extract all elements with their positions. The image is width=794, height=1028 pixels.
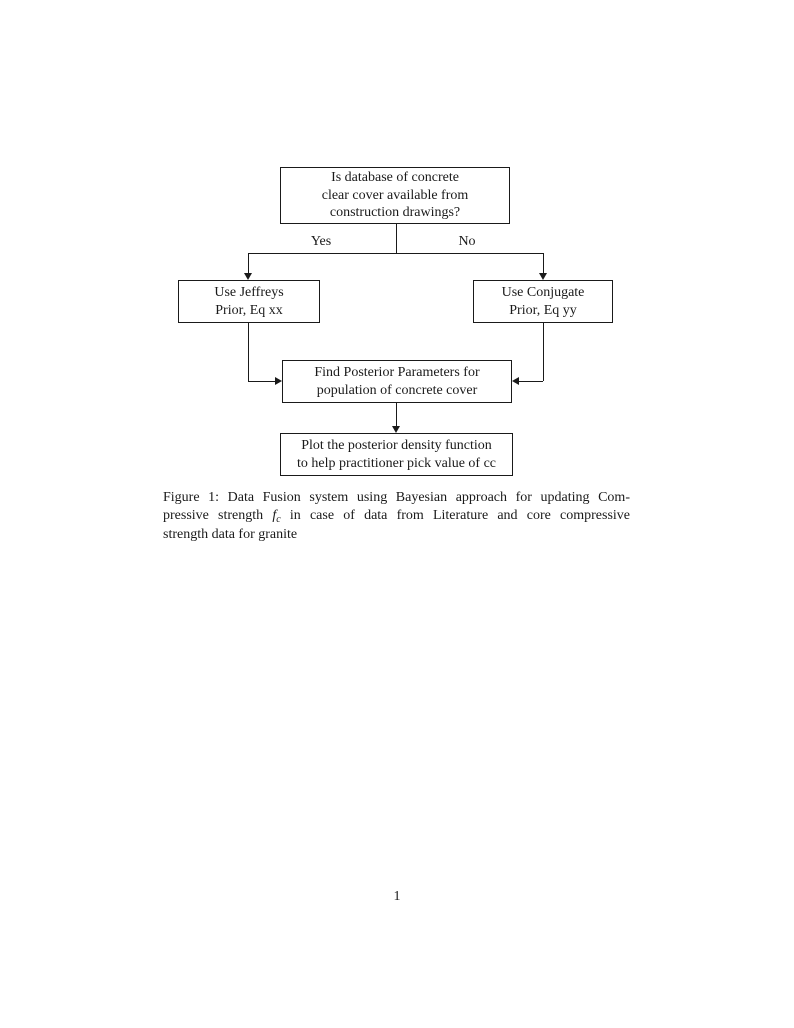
caption-line-2-pre: pressive strength	[163, 508, 273, 523]
connector-jeffreys-down	[247, 322, 249, 381]
caption-line-2-post: in case of data from Literature and core…	[280, 508, 630, 523]
connector-branch-horizontal	[247, 253, 544, 254]
jeffreys-prior-box-line: Prior, Eq xx	[215, 302, 283, 318]
connector-posterior-to-plot	[395, 402, 397, 427]
connector-yes-vertical	[247, 253, 249, 274]
decision-box: Is database of concrete clear cover avai…	[280, 167, 510, 224]
connector-jeffreys-to-posterior	[248, 380, 276, 382]
posterior-parameters-box-line: population of concrete cover	[316, 382, 478, 398]
connector-decision-to-branch	[395, 223, 397, 253]
decision-box-line: construction drawings?	[329, 205, 461, 221]
arrowhead-down-icon	[391, 426, 400, 433]
connector-conjugate-down	[542, 322, 544, 381]
arrowhead-down-icon	[244, 273, 252, 280]
no-branch-label: No	[458, 234, 476, 249]
page-number: 1	[393, 889, 401, 904]
caption-line-3: strength data for granite	[163, 527, 298, 542]
caption-line-1: Figure 1: Data Fusion system using Bayes…	[163, 490, 630, 505]
connector-no-vertical	[542, 253, 544, 274]
figure-caption: Figure 1: Data Fusion system using Bayes…	[163, 489, 630, 544]
jeffreys-prior-box-line: Use Jeffreys	[214, 285, 284, 300]
conjugate-prior-box-line: Prior, Eq yy	[509, 302, 577, 318]
plot-density-box: Plot the posterior density function to h…	[280, 433, 513, 476]
posterior-parameters-box-line: Find Posterior Parameters for	[314, 365, 480, 380]
conjugate-prior-box: Use Conjugate Prior, Eq yy	[473, 280, 613, 323]
decision-box-line: Is database of concrete	[331, 170, 459, 186]
plot-density-box-line: Plot the posterior density function	[301, 438, 492, 453]
math-fc-subscript: c	[276, 514, 281, 525]
jeffreys-prior-box: Use Jeffreys Prior, Eq xx	[178, 280, 320, 323]
conjugate-prior-box-line: Use Conjugate	[501, 285, 585, 300]
arrowhead-down-icon	[539, 273, 547, 280]
connector-conjugate-to-posterior	[518, 380, 543, 382]
arrowhead-left-icon	[512, 377, 519, 385]
math-fc-variable: f	[272, 508, 277, 523]
yes-branch-label: Yes	[310, 234, 332, 249]
decision-box-line: clear cover available from	[321, 187, 469, 203]
caption-line-2: pressive strength fc in case of data fro…	[163, 507, 630, 526]
plot-density-box-line: to help practitioner pick value of cc	[296, 455, 497, 471]
posterior-parameters-box: Find Posterior Parameters for population…	[282, 360, 512, 403]
arrowhead-right-icon	[275, 377, 282, 385]
